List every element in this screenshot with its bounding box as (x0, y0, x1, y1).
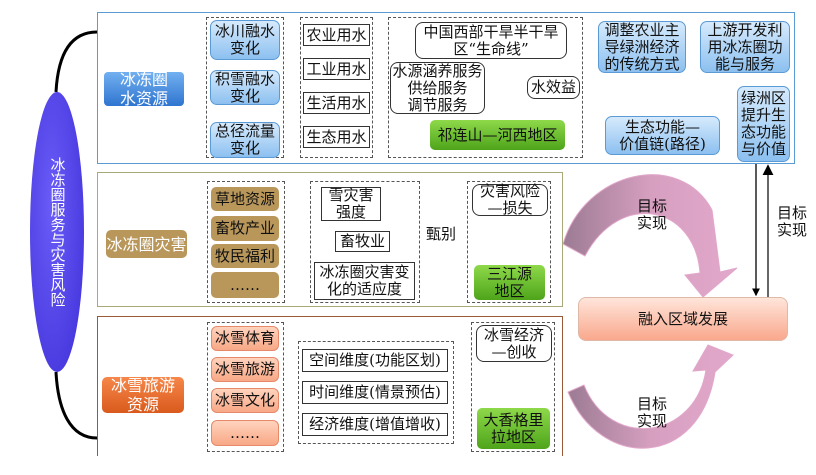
lifeline-box: 中国西部干旱半干旱 区“生命线” (415, 22, 567, 59)
regional-development-box: 融入区域发展 (578, 297, 788, 341)
services-box: 水源涵养服务 供给服务 调节服务 (390, 62, 485, 114)
shangri-la-region: 大香格里 拉地区 (477, 408, 550, 449)
tourism-item-culture: 冰雪文化 (211, 388, 279, 413)
tourism-items-group (207, 322, 284, 452)
water-services-group (388, 17, 583, 158)
use-industry: 工业用水 (303, 58, 370, 80)
hazard-region-group (467, 181, 551, 303)
water-benefit-box: 水效益 (527, 76, 580, 99)
runoff-change: 总径流量 变化 (210, 122, 280, 158)
hazard-cycle-group (310, 181, 420, 303)
snow-disaster-intensity: 雪灾害 强度 (321, 187, 381, 221)
use-ecological: 生态用水 (303, 126, 370, 148)
tourism-item-more: …… (211, 420, 279, 446)
upstream-development-box: 上游开发利 用冰冻圈功 能与服务 (700, 21, 790, 73)
identify-label: 甄别 (425, 224, 456, 243)
snow-melt-change: 积雪融水 变化 (210, 70, 280, 105)
value-chain-box: 生态功能— 价值链(路径) (605, 116, 720, 155)
animal-husbandry: 畜牧业 (335, 231, 390, 252)
adjust-agriculture-box: 调整农业主 导绿洲经济 的传统方式 (598, 21, 686, 73)
central-theme-label: 冰冻圈服务与灾害风险 (48, 157, 67, 307)
ice-snow-economy: 冰雪经济 —创收 (476, 325, 552, 362)
central-theme-oval: 冰冻圈服务与灾害风险 (30, 92, 84, 372)
hazard-item-livestock: 畜牧产业 (211, 216, 279, 241)
dimension-temporal: 时间维度(情景预估) (302, 381, 448, 404)
hazard-risk-loss: 灾害风险 —损失 (472, 183, 548, 217)
tourism-title: 冰雪旅游 资源 (102, 376, 184, 414)
central-connector-top (54, 30, 98, 93)
hazard-adaptation: 冰冻圈灾害变 化的适应度 (314, 262, 415, 300)
goal-label-right: 目标 实现 (776, 204, 807, 239)
dimension-economic: 经济维度(增值增收) (302, 413, 448, 436)
use-domestic: 生活用水 (303, 92, 370, 114)
hazard-item-more: …… (211, 272, 279, 298)
qilian-hexi-region: 祁连山—河西地区 (430, 120, 565, 150)
tourism-region-group (471, 322, 555, 452)
oasis-ecology-box: 绿洲区 提升生 态功能 与价值 (737, 86, 790, 162)
pink-arrow-bottom (567, 344, 734, 449)
tourism-item-tourism: 冰雪旅游 (211, 357, 279, 382)
goal-label-bottom: 目标 实现 (636, 395, 667, 430)
central-connector-bottom (54, 371, 98, 440)
tourism-item-sports: 冰雪体育 (211, 326, 279, 351)
use-agriculture: 农业用水 (303, 24, 370, 46)
dimension-spatial: 空间维度(功能区划) (302, 349, 448, 372)
sanjiangyuan-region: 三江源 地区 (474, 265, 545, 300)
hazard-item-grassland: 草地资源 (211, 187, 279, 211)
tourism-dimensions-group (298, 341, 454, 444)
goal-label-top: 目标 实现 (636, 197, 667, 232)
glacier-melt-change: 冰川融水 变化 (210, 20, 280, 60)
water-uses-group (300, 17, 373, 158)
pink-arrow-top (562, 174, 738, 298)
hazard-items-group (207, 181, 285, 303)
water-title: 冰冻圈 水资源 (104, 70, 184, 108)
hazard-title: 冰冻圈灾害 (106, 230, 187, 258)
hazard-item-herder-welfare: 牧民福利 (211, 244, 279, 268)
